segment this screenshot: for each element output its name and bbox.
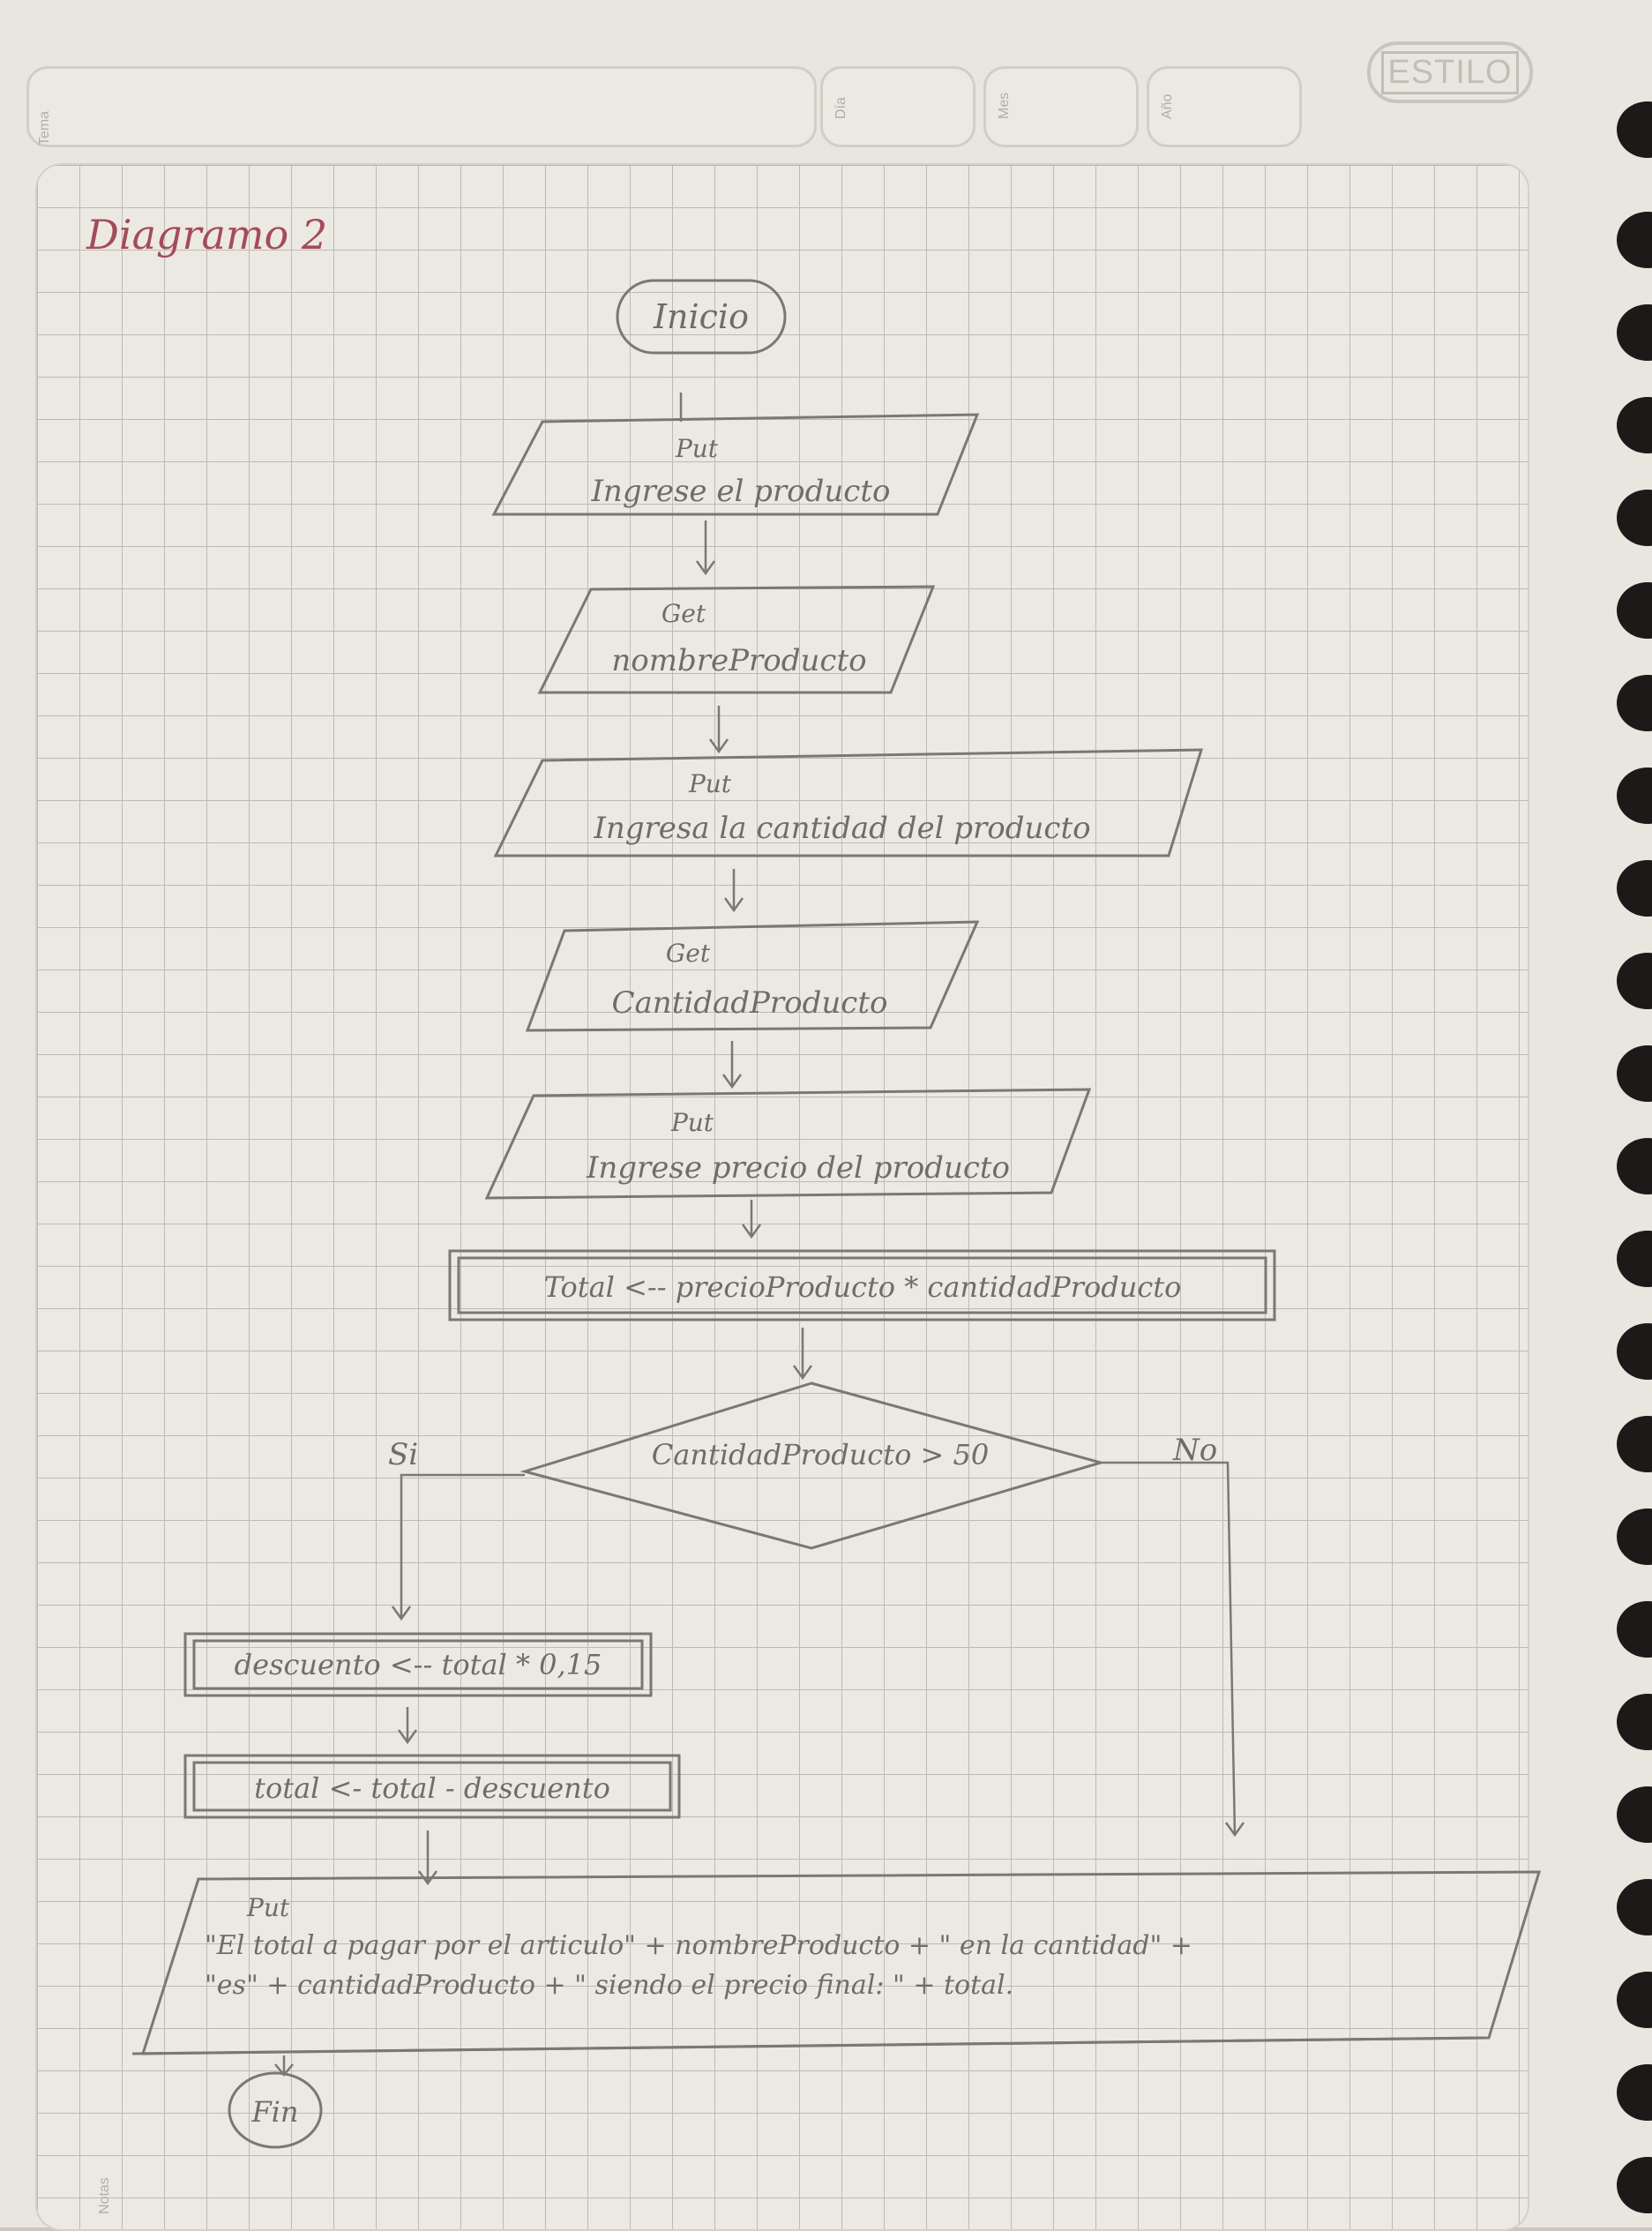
io-step-3-tag: Put	[688, 769, 732, 798]
output-underline	[131, 2036, 1483, 2055]
arrowhead	[708, 738, 729, 754]
output-line-1: "El total a pagar por el articulo" + nom…	[205, 1930, 1192, 1961]
io-step-5	[484, 1088, 1092, 1200]
io-step-2-text: nombreProducto	[611, 643, 866, 678]
header-field-mes	[983, 66, 1139, 147]
arrowhead	[695, 560, 716, 576]
arrowhead	[741, 1224, 762, 1239]
process-discount-text: descuento <-- total * 0,15	[235, 1648, 602, 1681]
io-step-1-tag: Put	[675, 434, 719, 463]
end-terminator	[228, 2071, 323, 2149]
process-total	[448, 1249, 1276, 1321]
process-subtract-inner	[192, 1761, 672, 1812]
process-total-inner	[457, 1256, 1267, 1314]
process-subtract-text: total <- total - descuento	[254, 1771, 610, 1805]
grid-paper	[35, 163, 1529, 2231]
io-step-5-tag: Put	[670, 1108, 714, 1137]
decision-diamond	[520, 1381, 1106, 1550]
io-step-4	[525, 920, 980, 1032]
arrowhead	[723, 897, 744, 913]
end-label: Fin	[250, 2095, 298, 2129]
start-label: Inicio	[653, 297, 749, 336]
process-total-text: Total <-- precioProducto * cantidadProdu…	[544, 1270, 1182, 1304]
arrowhead	[391, 1606, 412, 1621]
header-field-dia	[820, 66, 976, 147]
io-step-3	[493, 748, 1204, 857]
io-step-4-tag: Get	[666, 939, 711, 968]
io-step-5-text: Ingrese precio del producto	[586, 1150, 1010, 1186]
output-step	[140, 1870, 1542, 2055]
brand-name: ESTILO	[1381, 50, 1519, 94]
output-line-2: "es" + cantidadProducto + " siendo el pr…	[205, 1970, 1013, 2001]
notebook-header: Tema Día Mes Año	[26, 66, 1544, 163]
process-discount	[183, 1632, 653, 1697]
yes-branch-line	[400, 1473, 525, 1619]
decision-text: CantidadProducto > 50	[652, 1438, 989, 1471]
header-field-ano	[1147, 66, 1302, 147]
process-discount-inner	[192, 1639, 644, 1690]
arrowhead	[792, 1365, 813, 1381]
process-subtract	[183, 1754, 681, 1819]
arrowhead	[397, 1729, 418, 1745]
decision-yes-label: Si	[388, 1437, 418, 1472]
header-field-tema	[26, 66, 817, 147]
io-step-2-tag: Get	[662, 599, 706, 628]
io-step-1	[491, 413, 980, 516]
arrowhead	[1224, 1822, 1245, 1838]
no-branch-line	[1101, 1461, 1237, 1836]
io-step-4-text: CantidadProducto	[612, 985, 888, 1021]
arrowhead	[417, 1870, 438, 1886]
io-step-1-text: Ingrese el producto	[591, 474, 891, 509]
start-terminator	[616, 279, 787, 355]
io-step-2	[537, 585, 936, 694]
io-step-3-text: Ingresa la cantidad del producto	[593, 811, 1090, 846]
brand-logo: ESTILO	[1367, 41, 1533, 103]
output-tag: Put	[246, 1893, 290, 1922]
diagram-title: Diagramo 2	[86, 211, 327, 258]
arrowhead	[721, 1074, 743, 1089]
